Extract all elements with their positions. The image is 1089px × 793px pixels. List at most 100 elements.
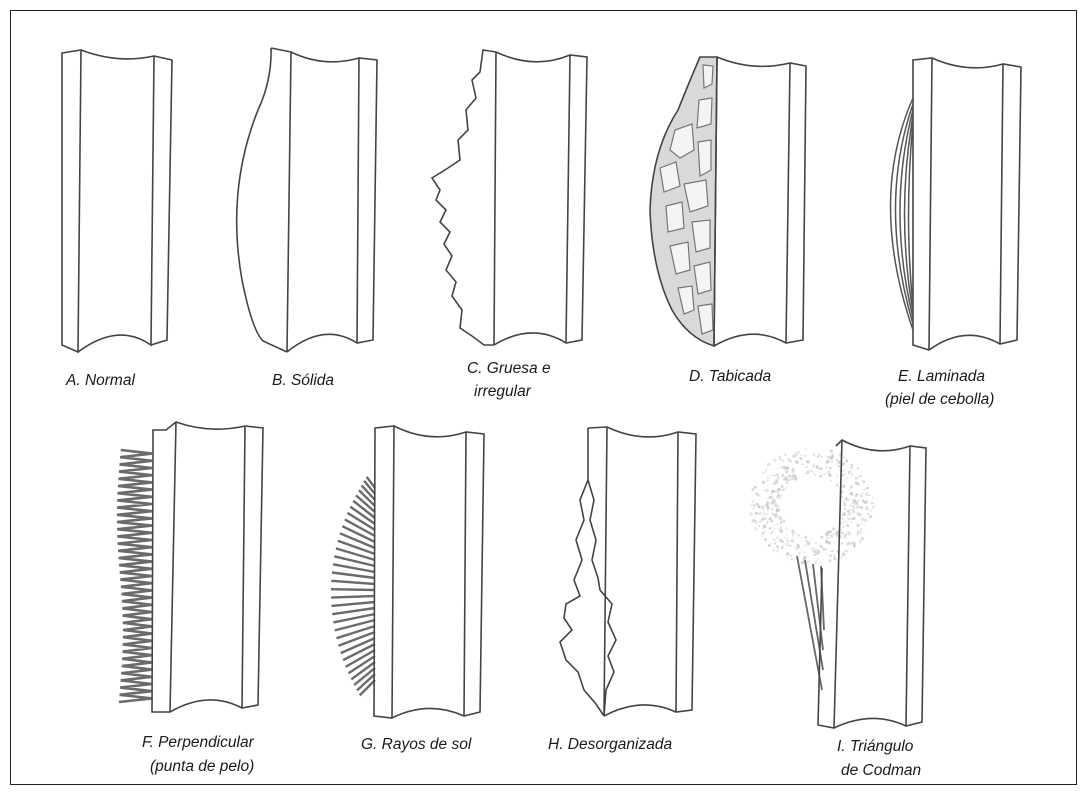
haze-speck <box>771 542 772 543</box>
haze-speck <box>766 501 769 504</box>
label-c-line1: C. Gruesa e <box>467 360 551 377</box>
haze-speck <box>818 552 820 554</box>
panel-thick-irregular <box>432 50 587 345</box>
haze-speck <box>776 545 779 548</box>
haze-speck <box>838 465 840 467</box>
haze-speck <box>856 506 859 509</box>
haze-speck <box>846 521 848 523</box>
haze-speck <box>843 479 845 481</box>
haze-speck <box>783 545 784 546</box>
haze-speck <box>857 482 860 485</box>
inner-reaction-h <box>588 480 616 716</box>
haze-speck <box>806 466 808 468</box>
haze-speck <box>818 454 820 456</box>
haze-speck <box>763 526 766 529</box>
haze-speck <box>826 460 829 463</box>
panel-sunburst <box>331 426 484 718</box>
haze-speck <box>819 460 821 462</box>
haze-speck <box>861 523 862 524</box>
haze-speck <box>803 552 805 554</box>
haze-speck <box>849 489 851 491</box>
haze-speck <box>751 504 753 506</box>
haze-speck <box>863 531 864 532</box>
haze-speck <box>846 477 848 479</box>
haze-speck <box>872 506 875 509</box>
haze-speck <box>767 485 768 486</box>
haze-speck <box>752 508 754 510</box>
bone-outline-e <box>913 58 1021 350</box>
haze-speck <box>773 459 775 461</box>
haze-speck <box>863 488 866 491</box>
haze-speck <box>818 468 819 469</box>
haze-speck <box>772 503 773 504</box>
label-i-line1: I. Triángulo <box>837 738 914 755</box>
haze-speck <box>830 535 833 538</box>
haze-speck <box>831 461 834 464</box>
haze-speck <box>836 485 838 487</box>
haze-speck <box>769 528 771 530</box>
haze-speck <box>872 497 874 499</box>
haze-speck <box>815 560 817 562</box>
haze-speck <box>820 536 823 539</box>
haze-speck <box>850 505 852 507</box>
haze-speck <box>762 481 765 484</box>
haze-speck <box>842 475 843 476</box>
haze-speck <box>867 509 869 511</box>
haze-speck <box>781 459 784 462</box>
haze-speck <box>822 547 825 550</box>
haze-speck <box>771 494 773 496</box>
haze-speck <box>850 508 852 510</box>
haze-speck <box>786 539 789 542</box>
haze-speck <box>831 480 832 481</box>
label-c-line2: irregular <box>474 383 532 400</box>
haze-speck <box>848 509 850 511</box>
label-b: B. Sólida <box>272 372 334 389</box>
haze-speck <box>858 499 860 501</box>
haze-speck <box>777 523 779 525</box>
haze-speck <box>785 487 787 489</box>
haze-speck <box>844 456 846 458</box>
haze-speck <box>837 475 838 476</box>
panel-solid <box>237 48 377 352</box>
haze-speck <box>850 521 852 523</box>
haze-speck <box>778 479 779 480</box>
haze-speck <box>840 529 841 530</box>
haze-speck <box>780 466 783 469</box>
haze-speck <box>751 500 755 504</box>
haze-speck <box>814 474 816 476</box>
haze-speck <box>861 537 864 540</box>
haze-speck <box>780 519 781 520</box>
haze-speck <box>853 507 856 510</box>
disorganized-reaction-h <box>560 480 604 716</box>
haze-speck <box>760 512 762 514</box>
haze-speck <box>842 521 844 523</box>
panel-laminated <box>891 58 1022 350</box>
haze-speck <box>816 465 819 468</box>
haze-speck <box>795 533 796 534</box>
haze-speck <box>853 510 855 512</box>
haze-speck <box>797 534 800 537</box>
haze-speck <box>859 540 862 543</box>
haze-speck <box>832 527 835 530</box>
haze-speck <box>821 456 823 458</box>
haze-speck <box>777 477 779 479</box>
label-i-line2: de Codman <box>841 762 921 779</box>
haze-speck <box>773 538 776 541</box>
haze-speck <box>848 471 851 474</box>
haze-speck <box>805 449 806 450</box>
haze-speck <box>759 506 761 508</box>
haze-speck <box>804 454 807 457</box>
haze-speck <box>758 525 760 527</box>
haze-speck <box>819 475 822 478</box>
haze-speck <box>771 490 774 493</box>
haze-speck <box>833 557 836 560</box>
haze-speck <box>764 531 766 533</box>
haze-speck <box>851 499 852 500</box>
haze-speck <box>834 542 836 544</box>
haze-speck <box>853 498 854 499</box>
haze-speck <box>844 508 846 510</box>
haze-speck <box>785 471 788 474</box>
haze-speck <box>826 465 827 466</box>
label-f-line2: (punta de pelo) <box>150 758 254 775</box>
haze-speck <box>845 533 847 535</box>
